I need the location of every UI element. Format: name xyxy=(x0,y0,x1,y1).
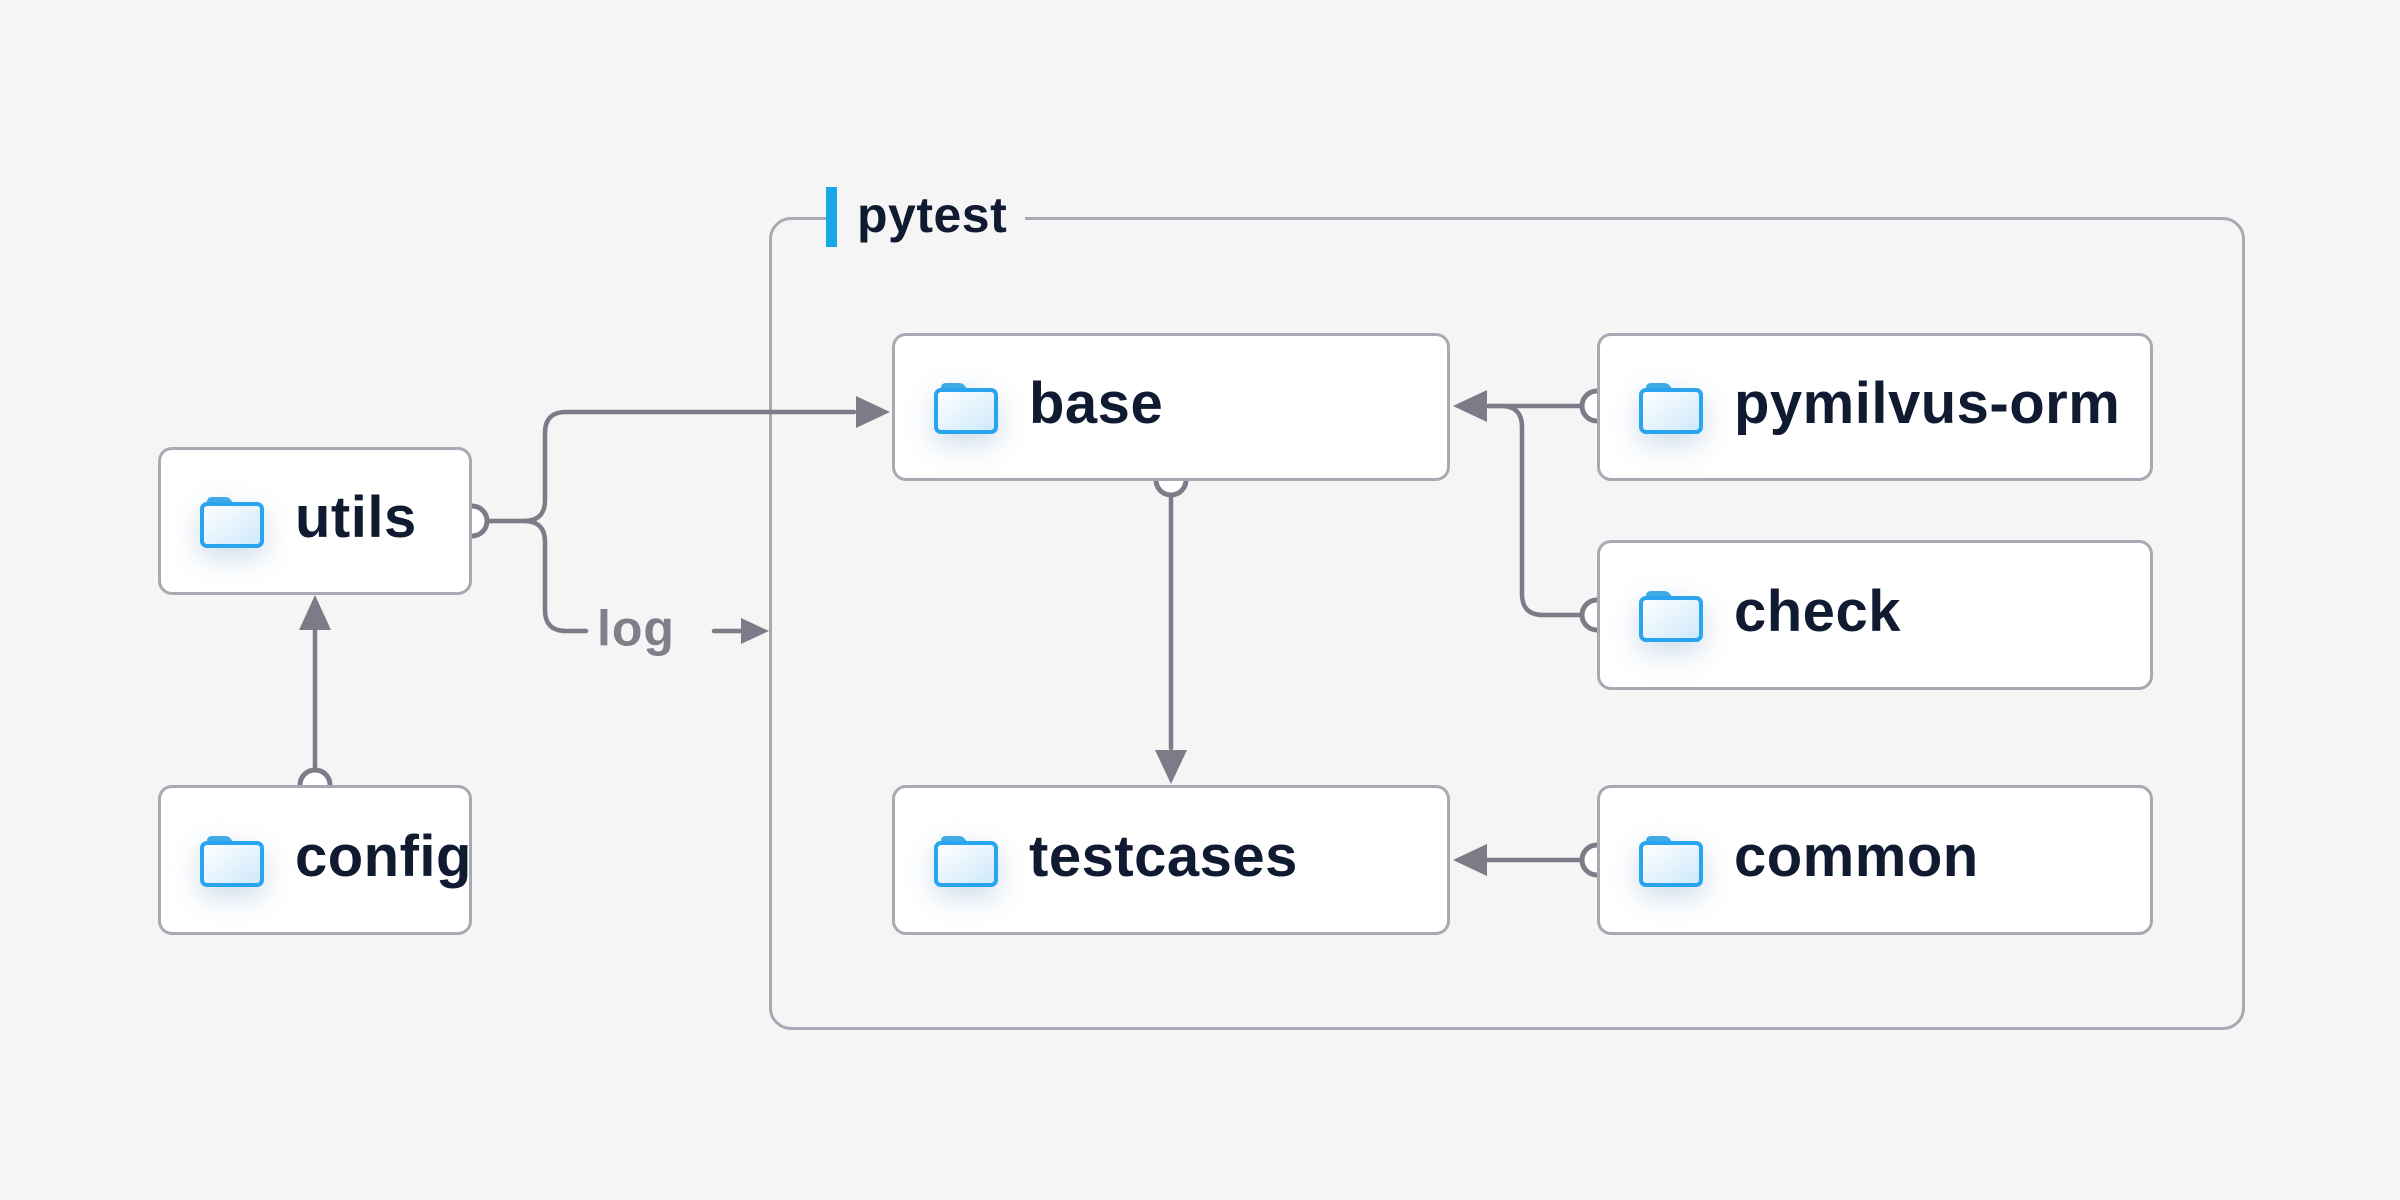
log-edge-label: log xyxy=(597,600,675,657)
folder-icon xyxy=(1639,383,1703,434)
node-label: utils xyxy=(295,485,417,550)
pytest-label: pytest xyxy=(826,186,1026,248)
folder-icon xyxy=(1639,591,1703,642)
node-label: pymilvus-orm xyxy=(1734,371,2121,436)
node-label: base xyxy=(1029,371,1164,436)
folder-icon xyxy=(1639,836,1703,887)
node-testcases: testcases xyxy=(892,785,1450,935)
node-check: check xyxy=(1597,540,2153,690)
folder-icon xyxy=(934,383,998,434)
accent-bar-icon xyxy=(826,187,837,247)
arrowhead-into-utils xyxy=(299,595,331,630)
node-config: config xyxy=(158,785,472,935)
pytest-label-text: pytest xyxy=(857,187,1008,243)
folder-icon xyxy=(200,836,264,887)
node-label: config xyxy=(295,824,472,889)
node-common: common xyxy=(1597,785,2153,935)
node-label: check xyxy=(1734,579,1901,644)
folder-icon xyxy=(200,497,264,548)
node-utils: utils xyxy=(158,447,472,595)
arrowhead-log xyxy=(741,618,769,644)
node-base: base xyxy=(892,333,1450,481)
folder-icon xyxy=(934,836,998,887)
pytest-container xyxy=(769,217,2245,1030)
node-pymilvus-orm: pymilvus-orm xyxy=(1597,333,2153,481)
node-label: common xyxy=(1734,824,1979,889)
node-label: testcases xyxy=(1029,824,1298,889)
